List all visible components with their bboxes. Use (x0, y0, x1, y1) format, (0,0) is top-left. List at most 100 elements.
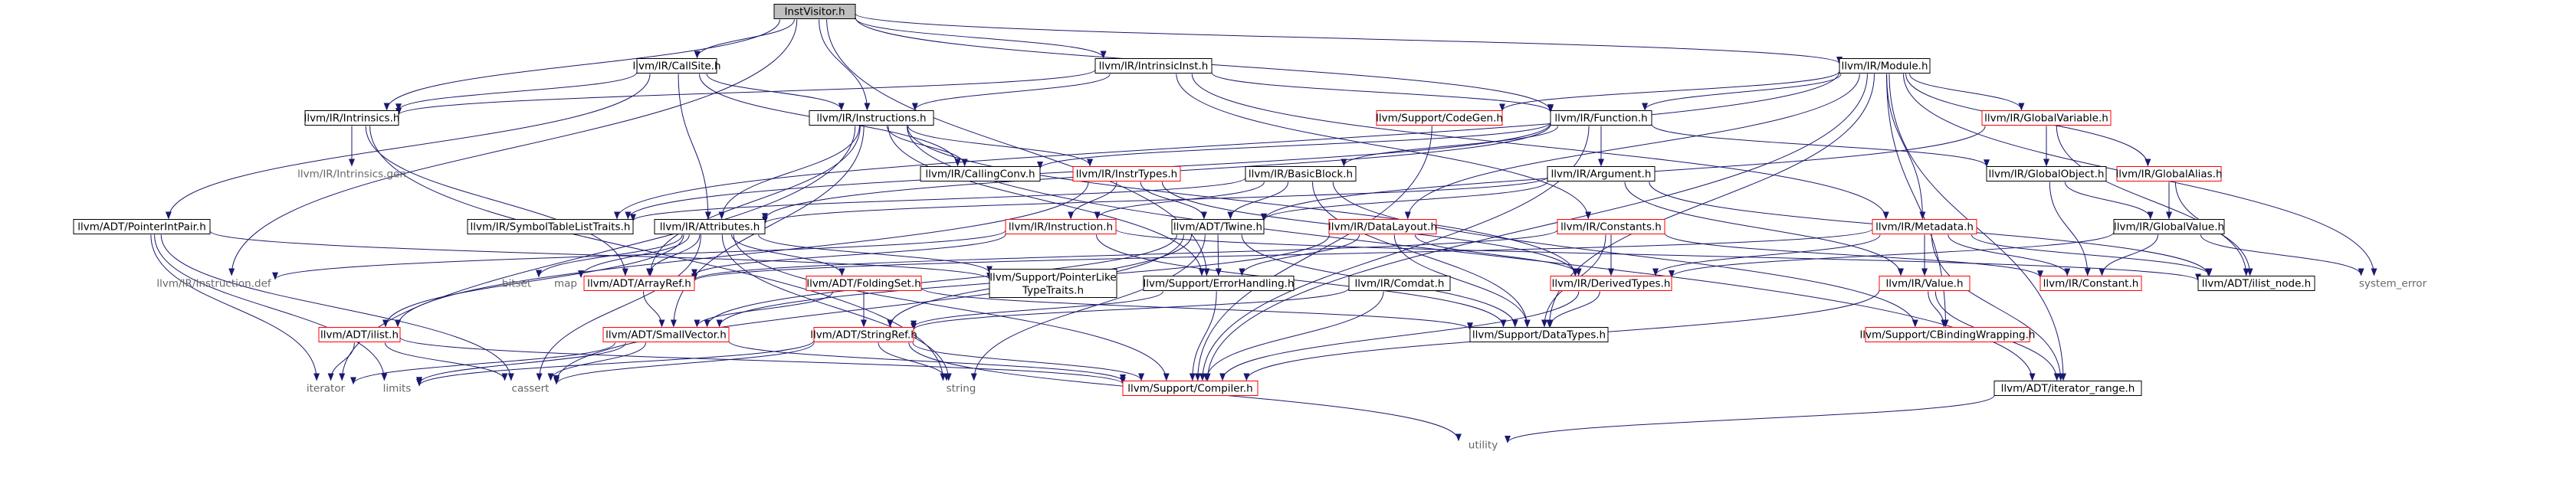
node-label: llvm/IR/Comdat.h (1355, 278, 1445, 290)
node-callsite[interactable]: llvm/IR/CallSite.h (632, 58, 721, 74)
edge-datalayout-to-derivedtypes (1414, 234, 1582, 276)
node-box (1122, 381, 1258, 396)
edge-constants-to-constant (1664, 233, 2043, 279)
node-comdat[interactable]: llvm/IR/Comdat.h (1348, 276, 1451, 291)
edge-instructions-to-instrtypes (907, 126, 1094, 167)
node-bitset: bitset (502, 278, 531, 290)
edge-datalayout-to-errorhandling (1239, 234, 1360, 276)
node-box (602, 327, 730, 342)
node-box (467, 219, 634, 234)
edge-attributes-to-compiler (733, 234, 1170, 381)
node-label: llvm/ADT/iterator_range.h (2001, 383, 2135, 395)
node-label: llvm/IR/Constant.h (2043, 278, 2139, 290)
node-box (2197, 276, 2315, 291)
node-errorhandling[interactable]: llvm/Support/ErrorHandling.h (1143, 276, 1295, 291)
edge-module-to-globalvariable (1909, 74, 2025, 111)
node-label: llvm/IR/GlobalAlias.h (2115, 168, 2222, 181)
node-label: llvm/IR/Instructions.h (816, 113, 926, 125)
edge-instruction-to-ilistnode (1115, 229, 2201, 282)
node-label: llvm/IR/InstrTypes.h (1076, 168, 1177, 181)
edge-module-to-compiler (1204, 74, 1868, 381)
edge-callsite-to-intrinsics (395, 72, 638, 112)
node-constant[interactable]: llvm/IR/Constant.h (2039, 276, 2142, 291)
node-foldingset[interactable]: llvm/ADT/FoldingSet.h (806, 276, 922, 291)
edge-instruction-to-instructiondef (272, 230, 1006, 280)
node-globalobject[interactable]: llvm/IR/GlobalObject.h (1986, 166, 2107, 181)
edge-intrinsicinst-to-constants (1176, 74, 1592, 220)
node-instructions[interactable]: llvm/IR/Instructions.h (809, 110, 934, 126)
node-derivedtypes[interactable]: llvm/IR/DerivedTypes.h (1550, 276, 1672, 291)
node-codegen[interactable]: llvm/Support/CodeGen.h (1376, 110, 1503, 126)
edge-instrtypes-to-twine (1140, 181, 1207, 220)
node-label: llvm/IR/GlobalVariable.h (1984, 113, 2108, 125)
node-basicblock[interactable]: llvm/IR/BasicBlock.h (1245, 166, 1357, 181)
edge-instruction-to-arrayref (691, 234, 1006, 277)
edge-basicblock-to-twine (1227, 181, 1289, 220)
node-compiler[interactable]: llvm/Support/Compiler.h (1122, 381, 1258, 396)
node-smallvector[interactable]: llvm/ADT/SmallVector.h (602, 327, 730, 342)
edge-attributes-to-map (578, 234, 690, 279)
edge-twine-to-smallvector (704, 234, 1177, 328)
node-ilist[interactable]: llvm/ADT/ilist.h (318, 327, 401, 342)
node-argument[interactable]: llvm/IR/Argument.h (1547, 166, 1656, 181)
node-callingconv[interactable]: llvm/IR/CallingConv.h (920, 166, 1041, 181)
edge-pointerintpair-to-limits (154, 234, 388, 381)
node-box (1348, 276, 1451, 291)
edge-value-to-cbindingwrapping (1928, 291, 1948, 328)
node-module[interactable]: llvm/IR/Module.h (1839, 58, 1931, 74)
node-stringref[interactable]: llvm/ADT/StringRef.h (810, 327, 917, 342)
node-datalayout[interactable]: llvm/IR/DataLayout.h (1328, 219, 1437, 234)
node-globalvariable[interactable]: llvm/IR/GlobalVariable.h (1981, 110, 2112, 126)
node-globalalias[interactable]: llvm/IR/GlobalAlias.h (2115, 166, 2223, 181)
edge-derivedtypes-to-compiler (1219, 291, 1580, 381)
edge-function-to-globalobject (1651, 124, 1990, 168)
edge-stringref-to-limits (416, 340, 815, 387)
node-label: llvm/ADT/FoldingSet.h (806, 278, 920, 290)
node-globalvalue[interactable]: llvm/IR/GlobalValue.h (2113, 219, 2225, 234)
node-string: string (947, 383, 976, 395)
edge-attributes-to-cassert (536, 234, 701, 381)
edge-instructions-to-errorhandling (888, 126, 1205, 276)
node-value[interactable]: llvm/IR/Value.h (1879, 276, 1971, 291)
node-datatypes[interactable]: llvm/Support/DataTypes.h (1469, 327, 1609, 342)
edge-instvisitor-to-instructiondef (228, 19, 798, 276)
edge-codegen-to-compiler (1194, 126, 1432, 381)
node-arrayref[interactable]: llvm/ADT/ArrayRef.h (583, 276, 695, 291)
node-label: llvm/ADT/ilist.h (320, 329, 399, 342)
node-label: llvm/IR/Intrinsics.gen (297, 168, 406, 181)
node-label: llvm/IR/Argument.h (1551, 168, 1652, 181)
node-label: llvm/IR/SymbolTableListTraits.h (471, 221, 631, 234)
node-box (1245, 166, 1357, 181)
node-intrinsics[interactable]: llvm/IR/Intrinsics.h (304, 110, 400, 126)
node-attributes[interactable]: llvm/IR/Attributes.h (654, 219, 766, 234)
node-label: llvm/ADT/Twine.h (1173, 221, 1262, 234)
node-ilistnode[interactable]: llvm/ADT/ilist_node.h (2197, 276, 2315, 291)
edge-metadata-to-ilistnode (1971, 234, 2213, 276)
node-box (654, 219, 766, 234)
edge-globalvariable-to-ilistnode (2056, 126, 2249, 276)
node-function[interactable]: llvm/IR/Function.h (1550, 110, 1652, 126)
node-symboltablelisttraits[interactable]: llvm/IR/SymbolTableListTraits.h (467, 219, 634, 234)
node-constants[interactable]: llvm/IR/Constants.h (1557, 219, 1665, 234)
node-instvisitor[interactable]: InstVisitor.h (773, 4, 856, 19)
node-twine[interactable]: llvm/ADT/Twine.h (1171, 219, 1265, 234)
edge-stringref-to-string (878, 342, 950, 381)
node-limits: limits (383, 383, 412, 395)
node-metadata[interactable]: llvm/IR/Metadata.h (1872, 219, 1977, 234)
node-label: llvm/IR/Module.h (1841, 60, 1928, 73)
node-cbindingwrapping[interactable]: llvm/Support/CBindingWrapping.h (1860, 327, 2036, 342)
edge-attributes-to-string (721, 234, 952, 381)
node-instrtypes[interactable]: llvm/IR/InstrTypes.h (1072, 166, 1181, 181)
node-iteratorrange[interactable]: llvm/ADT/iterator_range.h (1994, 381, 2142, 396)
node-systemerror: system_error (2359, 278, 2427, 290)
node-instruction[interactable]: llvm/IR/Instruction.h (1005, 219, 1117, 234)
node-label: map (554, 278, 577, 290)
node-box (809, 110, 934, 126)
node-box (1469, 327, 1609, 342)
node-intrinsicinst[interactable]: llvm/IR/IntrinsicInst.h (1094, 58, 1213, 74)
edge-instruction-to-datatypes (1096, 234, 1507, 328)
node-pointerintpair[interactable]: llvm/ADT/PointerIntPair.h (73, 219, 211, 234)
edge-iteratorrange-to-utility (1505, 394, 1995, 443)
edge-globalvalue-to-systemerror (2200, 234, 2364, 276)
